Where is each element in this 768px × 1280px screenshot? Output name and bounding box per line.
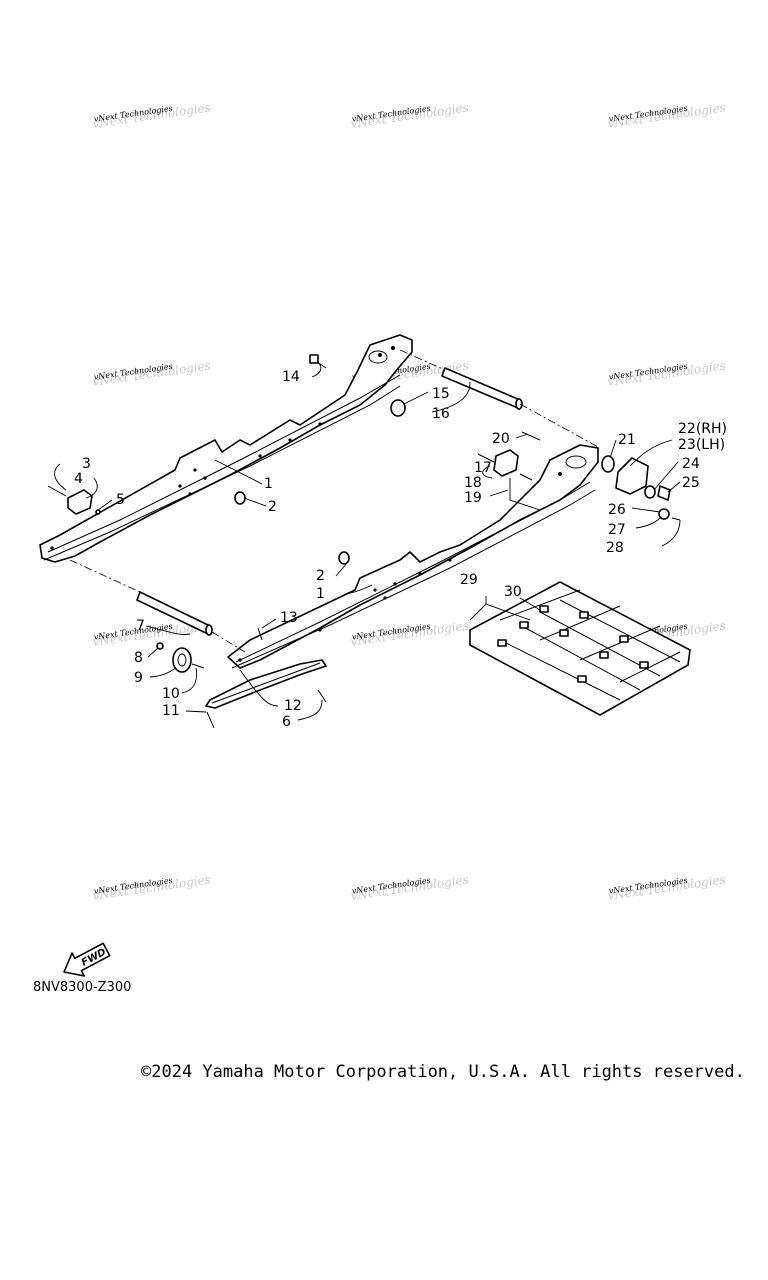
- callout-1: 1: [264, 476, 273, 492]
- front-shaft: [69, 559, 246, 653]
- watermark: vNext Technologies vNext Technologies: [350, 618, 470, 648]
- callout-18: 18: [464, 475, 482, 491]
- callout-28: 28: [606, 540, 624, 556]
- callout-3: 3: [82, 456, 91, 472]
- right-slide-rail: [227, 444, 599, 669]
- callout-7: 7: [136, 618, 145, 634]
- leader-lines: [54, 361, 681, 721]
- track: [469, 581, 691, 716]
- fwd-arrow: FWD: [63, 942, 111, 977]
- callout-22-rh: 22(RH): [678, 421, 727, 437]
- watermark: vNext Technologies vNext Technologies: [350, 100, 470, 130]
- callout-17: 17: [474, 460, 492, 476]
- callout-24: 24: [682, 456, 700, 472]
- watermark: vNext Technologies vNext Technologies: [350, 872, 470, 902]
- track-clips: [497, 605, 649, 683]
- callout-9: 9: [134, 670, 143, 686]
- callout-10: 10: [162, 686, 180, 702]
- watermark: vNext Technologies vNext Technologies: [92, 358, 212, 388]
- callout-16: 16: [432, 406, 450, 422]
- callout-27: 27: [608, 522, 626, 538]
- callout-11: 11: [162, 703, 180, 719]
- callouts: 1 1 2 2 3 4 5 6 7 8 9 10 11 12 13 14 15 …: [74, 369, 727, 730]
- callout-5: 5: [116, 492, 125, 508]
- copyright-notice: ©2024 Yamaha Motor Corporation, U.S.A. A…: [141, 1062, 745, 1082]
- callout-19: 19: [464, 490, 482, 506]
- callout-26: 26: [608, 502, 626, 518]
- callout-15: 15: [432, 386, 450, 402]
- callout-8: 8: [134, 650, 143, 666]
- slide-runner: [205, 659, 327, 709]
- callout-25: 25: [682, 475, 700, 491]
- callout-21: 21: [618, 432, 636, 448]
- diagram-code: 8NV8300-Z300: [33, 980, 132, 995]
- watermark: vNext Technologies vNext Technologies: [607, 100, 727, 130]
- callout-2: 2: [268, 499, 277, 515]
- watermark: vNext Technologies vNext Technologies: [607, 358, 727, 388]
- callout-30: 30: [504, 584, 522, 600]
- callout-12: 12: [284, 698, 302, 714]
- watermarks: vNext Technologies vNext Technologies vN…: [92, 100, 727, 902]
- watermark: vNext Technologies vNext Technologies: [92, 100, 212, 130]
- callout-23-lh: 23(LH): [678, 437, 725, 453]
- rear-shaft: [399, 349, 601, 449]
- callout-1: 1: [316, 586, 325, 602]
- watermark: vNext Technologies vNext Technologies: [92, 872, 212, 902]
- callout-13: 13: [280, 610, 298, 626]
- watermark: vNext Technologies vNext Technologies: [607, 872, 727, 902]
- callout-2: 2: [316, 568, 325, 584]
- callout-6: 6: [282, 714, 291, 730]
- small-parts: [47, 354, 681, 729]
- callout-20: 20: [492, 431, 510, 447]
- callout-4: 4: [74, 471, 83, 487]
- callout-29: 29: [460, 572, 478, 588]
- callout-14: 14: [282, 369, 300, 385]
- left-slide-rail: [39, 334, 413, 563]
